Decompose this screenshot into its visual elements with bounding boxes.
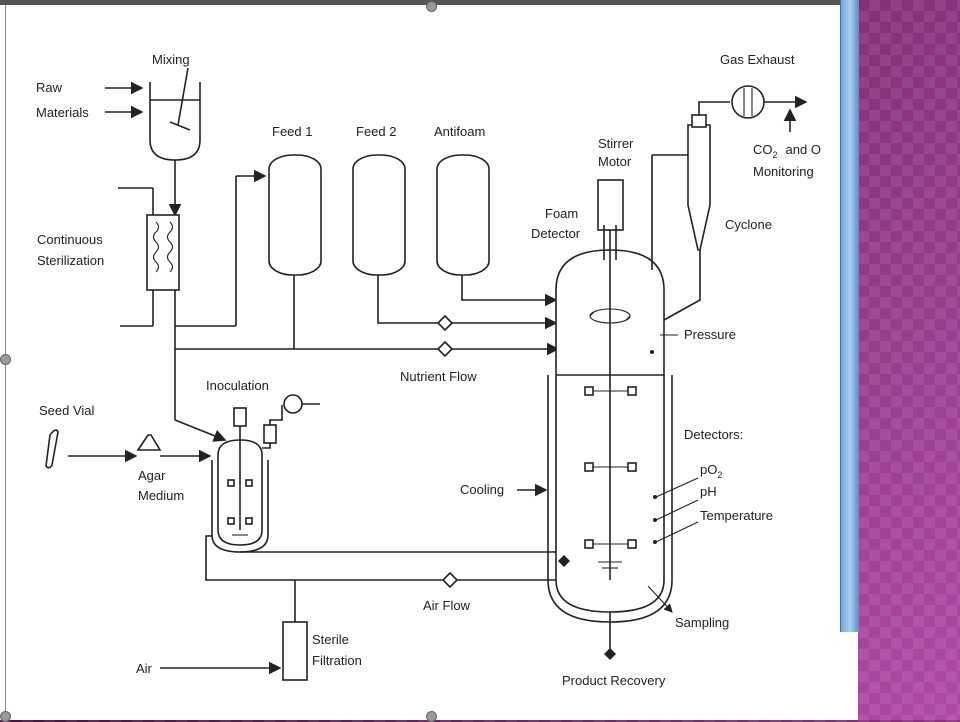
label-feed1: Feed 1 bbox=[272, 124, 312, 139]
detector-pointer-ph bbox=[655, 499, 699, 521]
label-monitoring: Monitoring bbox=[753, 164, 814, 179]
agar-medium-flask bbox=[136, 434, 212, 463]
resize-handle-top[interactable] bbox=[426, 1, 437, 12]
vertical-scrollbar[interactable] bbox=[840, 0, 859, 632]
label-agar: Agar bbox=[138, 468, 166, 483]
label-materials: Materials bbox=[36, 105, 89, 120]
label-sampling: Sampling bbox=[675, 615, 729, 630]
label-product-recovery: Product Recovery bbox=[562, 673, 666, 688]
label-stirrer: Stirrer bbox=[598, 136, 634, 151]
label-filtration: Filtration bbox=[312, 653, 362, 668]
label-sterilization: Sterilization bbox=[37, 253, 104, 268]
fermentation-process-diagram: Mixing Raw Materials Feed 1 Feed 2 Antif… bbox=[36, 52, 821, 688]
detector-pointer-po2 bbox=[655, 477, 699, 498]
cyclone-and-exhaust bbox=[651, 85, 808, 321]
label-pressure: Pressure bbox=[684, 327, 736, 342]
valve-feed2-line bbox=[436, 314, 454, 332]
label-sterile: Sterile bbox=[312, 632, 349, 647]
label-raw: Raw bbox=[36, 80, 63, 95]
label-cooling: Cooling bbox=[460, 482, 504, 497]
label-mixing: Mixing bbox=[152, 52, 190, 67]
resize-handle-left[interactable] bbox=[0, 354, 11, 365]
label-foam: Foam bbox=[545, 206, 578, 221]
label-detector: Detector bbox=[531, 226, 581, 241]
sampling-pointer bbox=[647, 585, 673, 613]
label-inoculation: Inoculation bbox=[206, 378, 269, 393]
label-continuous: Continuous bbox=[37, 232, 103, 247]
label-medium: Medium bbox=[138, 488, 184, 503]
label-feed2: Feed 2 bbox=[356, 124, 396, 139]
label-ph: pH bbox=[700, 484, 717, 499]
label-air: Air bbox=[136, 661, 153, 676]
sterilizer-output-lines bbox=[174, 169, 560, 442]
main-fermenter bbox=[547, 179, 673, 660]
label-gas-exhaust: Gas Exhaust bbox=[720, 52, 795, 67]
mixing-tank bbox=[149, 67, 201, 161]
raw-materials-inputs bbox=[105, 81, 144, 119]
label-cyclone: Cyclone bbox=[725, 217, 772, 232]
antifoam-tank bbox=[436, 154, 558, 307]
slide-top-border bbox=[0, 0, 840, 5]
label-nutrient-flow: Nutrient Flow bbox=[400, 369, 477, 384]
label-temperature: Temperature bbox=[700, 508, 773, 523]
seed-vial bbox=[45, 429, 138, 469]
air-flow-lines bbox=[160, 535, 556, 681]
detector-pointer-temp bbox=[655, 521, 699, 543]
label-detectors: Detectors: bbox=[684, 427, 743, 442]
inoculation-vessel bbox=[211, 394, 320, 553]
label-motor: Motor bbox=[598, 154, 632, 169]
feed1-tank bbox=[268, 154, 322, 349]
label-seed-vial: Seed Vial bbox=[39, 403, 95, 418]
valve-nutrient-line bbox=[436, 340, 454, 358]
label-po2: pO2 bbox=[700, 462, 722, 480]
feed2-tank bbox=[352, 154, 558, 330]
label-air-flow: Air Flow bbox=[423, 598, 471, 613]
label-antifoam: Antifoam bbox=[434, 124, 485, 139]
continuous-sterilization-unit bbox=[118, 187, 180, 327]
